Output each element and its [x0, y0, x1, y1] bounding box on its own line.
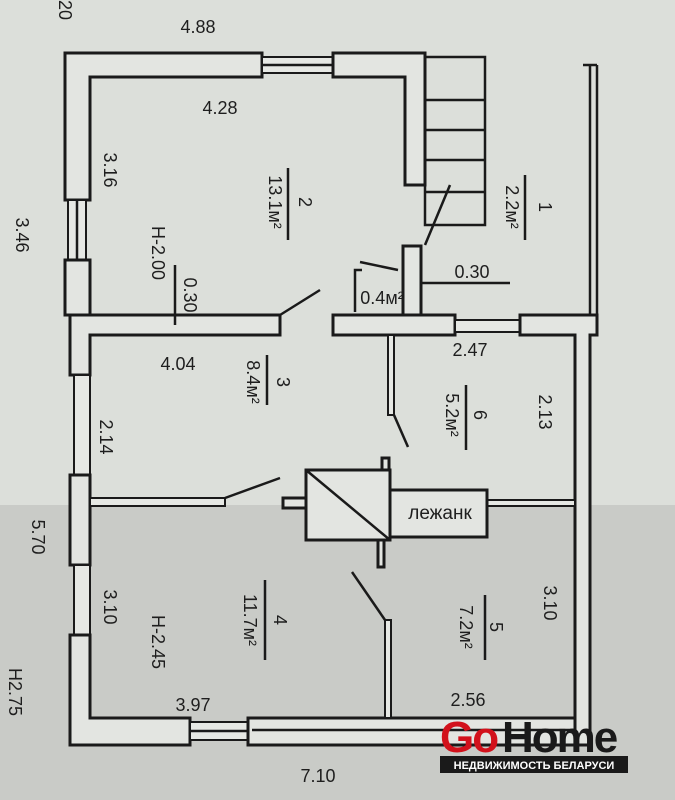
room-area: 2.2м²: [502, 185, 522, 228]
room-number: 4: [270, 615, 290, 625]
dim-bottom-outer: 7.10: [300, 766, 335, 786]
area-fraction-lines: [173, 168, 527, 660]
door-1: [423, 184, 452, 246]
room-area: 13.1м²: [265, 175, 285, 228]
paper-lower: [0, 505, 675, 800]
window-left-lower: [68, 473, 92, 567]
partition-3-4: [89, 497, 226, 507]
dim-room3-depth: 2.14: [96, 419, 116, 454]
dim-room6-depth: 2.13: [535, 394, 555, 429]
dim-wall-left: 0.30: [180, 277, 200, 312]
logo-tagline-bg: [440, 756, 628, 773]
door-closet: [359, 260, 399, 272]
dim-room4-depth: 3.10: [100, 589, 120, 624]
paper-upper: [0, 0, 675, 505]
door-2-3: [279, 288, 321, 317]
dim-room2-width: 4.28: [202, 98, 237, 118]
wall-left-upper: [63, 258, 92, 317]
wall-left-mid: [73, 374, 91, 476]
total-height: H2.75: [5, 668, 25, 716]
window-middle: [454, 319, 521, 333]
walls: [63, 51, 599, 747]
partition-5: [384, 619, 392, 719]
dim-room6-width: 2.47: [452, 340, 487, 360]
stove: лежанк: [281, 456, 489, 569]
dim-left-lower-outer: 5.70: [28, 519, 48, 554]
stove-bench: [388, 488, 489, 539]
gohome-logo: Go Home НЕДВИЖИМОСТЬ БЕЛАРУСИ: [440, 713, 628, 773]
room-number: 5: [486, 622, 506, 632]
wall-bottom-right: [246, 716, 577, 747]
dim-room2-depth: 3.16: [100, 152, 120, 187]
room2-height: H-2.00: [148, 226, 168, 280]
door-3-4: [224, 476, 281, 500]
wall-top-left: [63, 51, 264, 202]
dim-room3-width: 4.04: [160, 354, 195, 374]
room-6: 6 5.2м²: [442, 393, 490, 436]
dim-left-upper-outer: 3.46: [12, 217, 32, 252]
logo-tagline: НЕДВИЖИМОСТЬ БЕЛАРУСИ: [454, 760, 615, 772]
wall-middle-center: [331, 313, 457, 337]
room-area: 5.2м²: [442, 393, 462, 436]
dim-room5-depth: 3.10: [540, 585, 560, 620]
room-number: 3: [273, 377, 293, 387]
room-number: 2: [295, 197, 315, 207]
room-area: 8.4м²: [243, 360, 263, 403]
dim-room4-width: 3.97: [175, 695, 210, 715]
dim-wall-right: 0.30: [454, 262, 489, 282]
logo-go: Go: [440, 713, 498, 762]
room-5: 5 7.2м²: [456, 605, 506, 648]
room4-height: H-2.45: [148, 615, 168, 669]
room-3: 3 8.4м²: [243, 360, 293, 403]
partition-6-5: [486, 499, 576, 507]
dim-top-left-partial: 20: [55, 0, 75, 20]
closet-wall: [401, 244, 423, 317]
dim-room5-width: 2.56: [450, 690, 485, 710]
door-6: [392, 414, 410, 448]
room-4: 4 11.7м²: [240, 594, 290, 646]
dim-top-outer: 4.88: [180, 17, 215, 37]
partition-6-upper: [387, 334, 395, 416]
room-area: 7.2м²: [456, 605, 476, 648]
room-number: 6: [470, 410, 490, 420]
room-1: 1 2.2м²: [502, 185, 555, 228]
closet-area: 0.4м²: [360, 288, 403, 308]
logo-home: Home: [502, 713, 617, 762]
room-number: 1: [535, 202, 555, 212]
room-area: 11.7м²: [240, 594, 260, 646]
wall-top-right: [331, 51, 427, 187]
staircase: [423, 55, 487, 227]
stove-label: лежанк: [408, 503, 472, 524]
closet-side: [353, 268, 362, 312]
wall-right: [518, 313, 599, 747]
wall-bottom-left: [68, 633, 192, 747]
door-5: [350, 571, 387, 621]
room-2: 2 13.1м²: [265, 175, 315, 228]
wall-left-lower-thin: [73, 564, 91, 636]
